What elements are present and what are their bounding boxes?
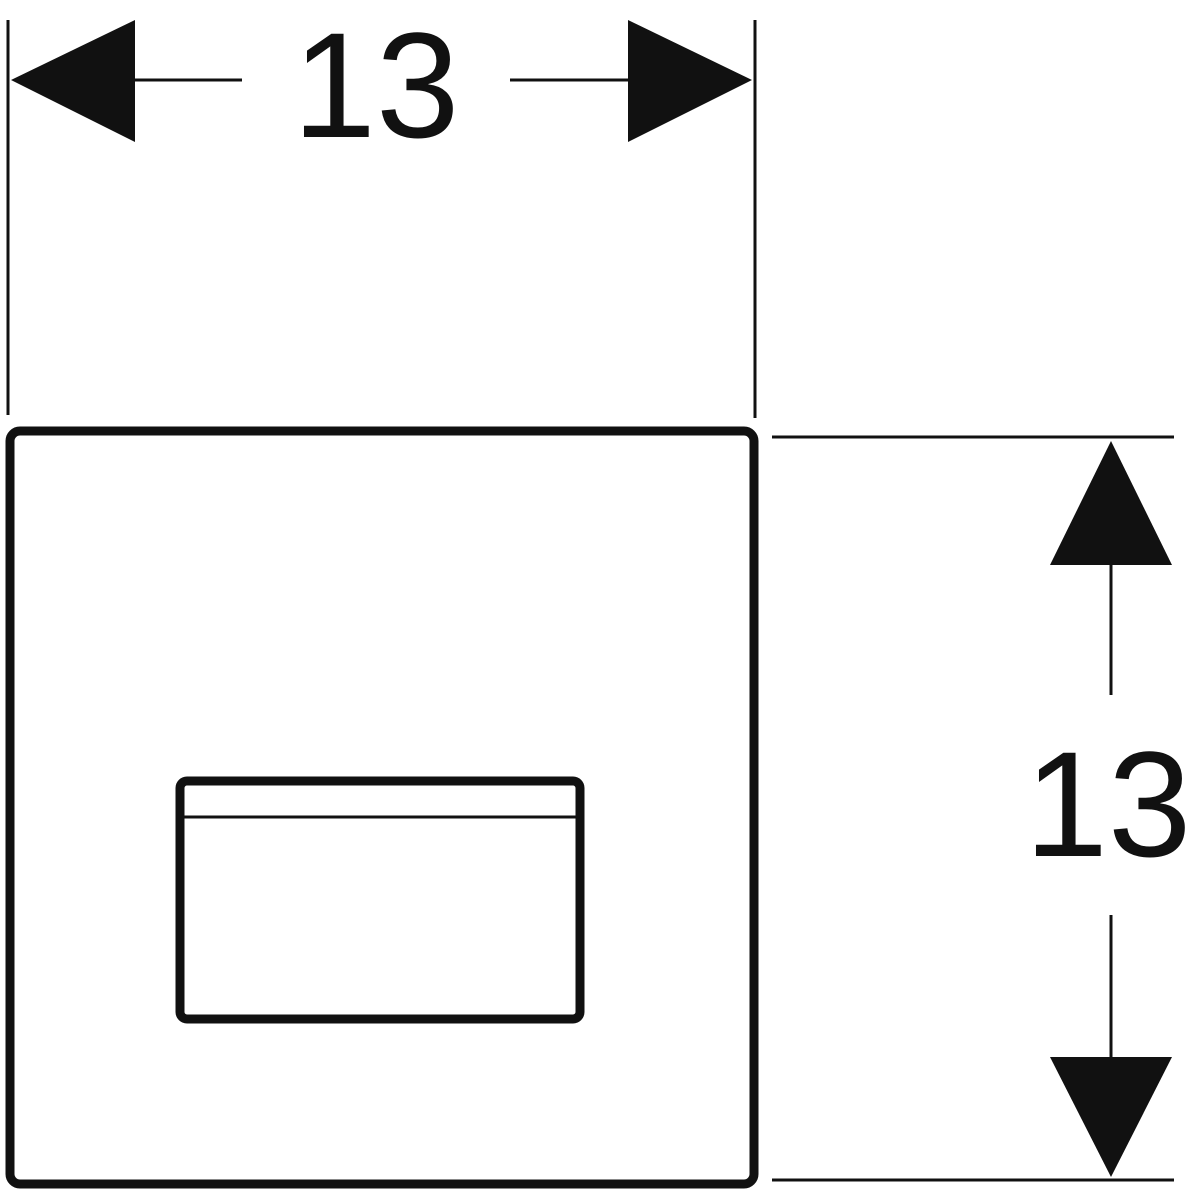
width-dimension-label: 13 [293, 1, 460, 169]
height-arrow-bottom [1050, 1057, 1172, 1177]
plate-outline [5, 426, 759, 1189]
width-arrow-left [11, 20, 135, 142]
height-arrow-top [1050, 441, 1172, 565]
width-arrow-right [628, 20, 752, 142]
height-dimension-label: 13 [1025, 720, 1192, 888]
button-window [175, 776, 585, 1024]
